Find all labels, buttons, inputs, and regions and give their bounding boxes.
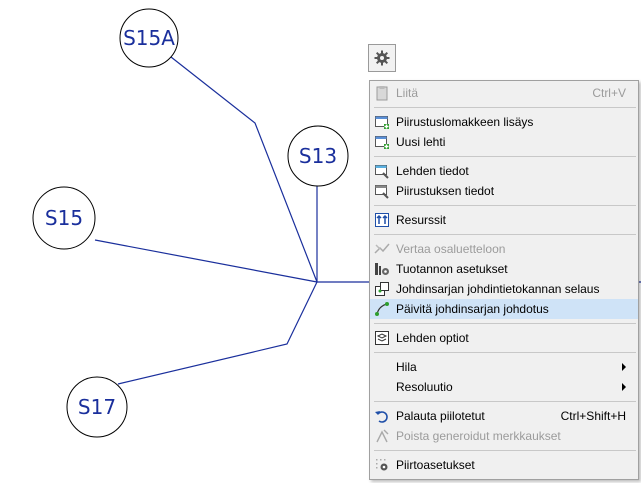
menu-item-paste[interactable]: Liitä Ctrl+V <box>370 83 638 103</box>
submenu-arrow-icon <box>622 383 626 391</box>
node-label: S13 <box>299 144 337 168</box>
wire-s15a[interactable] <box>170 56 318 283</box>
connector-node-s15a[interactable]: S15A <box>119 8 179 68</box>
menu-item-resolution[interactable]: Resoluutio <box>370 377 638 397</box>
menu-item-label: Uusi lehti <box>396 135 446 149</box>
menu-separator <box>374 156 636 157</box>
compare-icon <box>374 243 390 254</box>
menu-item-label: Lehden optiot <box>396 331 469 345</box>
menu-item-new-sheet[interactable]: Uusi lehti <box>370 132 638 152</box>
draw-settings-icon <box>376 459 388 471</box>
production-settings-icon <box>375 263 389 275</box>
menu-item-label: Resurssit <box>396 213 447 227</box>
menu-item-compare-parts[interactable]: Vertaa osaluetteloon <box>370 239 638 259</box>
drawing-info-icon <box>375 185 389 199</box>
wire-segments <box>94 56 641 385</box>
menu-item-sheet-info[interactable]: Lehden tiedot <box>370 161 638 181</box>
remove-marks-icon <box>376 429 389 443</box>
menu-item-sheet-options[interactable]: Lehden optiot <box>370 328 638 348</box>
new-sheet-icon <box>375 136 389 149</box>
menu-separator <box>374 352 636 353</box>
menu-item-production-settings[interactable]: Tuotannon asetukset <box>370 259 638 279</box>
menu-item-update-harness-wiring[interactable]: Päivitä johdinsarjan johdotus <box>370 299 638 319</box>
menu-item-label: Hila <box>396 360 417 374</box>
gear-icon <box>374 50 390 66</box>
menu-item-add-sheet-form[interactable]: Piirustuslomakkeen lisäys <box>370 112 638 132</box>
connector-node-s15[interactable]: S15 <box>32 186 96 250</box>
menu-item-grid[interactable]: Hila <box>370 357 638 377</box>
menu-item-label: Piirustuksen tiedot <box>396 184 495 198</box>
restore-icon <box>375 411 388 423</box>
node-label: S15 <box>45 206 83 230</box>
menu-item-label: Poista generoidut merkkaukset <box>396 429 561 443</box>
menu-separator <box>374 205 636 206</box>
menu-item-label: Lehden tiedot <box>396 164 469 178</box>
clipboard-icon <box>376 86 388 101</box>
menu-item-drawing-info[interactable]: Piirustuksen tiedot <box>370 181 638 201</box>
menu-item-label: Johdinsarjan johdintietokannan selaus <box>396 282 600 296</box>
connector-node-s13[interactable]: S13 <box>287 125 349 187</box>
connector-node-s17[interactable]: S17 <box>66 376 128 438</box>
update-wiring-icon <box>375 302 389 316</box>
sheet-info-icon <box>375 165 389 179</box>
menu-item-label: Vertaa osaluetteloon <box>396 242 506 256</box>
menu-item-label: Tuotannon asetukset <box>396 262 508 276</box>
menu-item-shortcut: Ctrl+V <box>592 86 626 100</box>
wire-s15[interactable] <box>94 239 318 283</box>
context-menu: Liitä Ctrl+V Piirustuslomakkeen lisäys U… <box>369 80 639 480</box>
menu-separator <box>374 323 636 324</box>
node-label: S15A <box>123 26 175 50</box>
sheet-form-add-icon <box>375 116 389 129</box>
menu-item-shortcut: Ctrl+Shift+H <box>560 409 626 423</box>
menu-separator <box>374 401 636 402</box>
menu-item-label: Päivitä johdinsarjan johdotus <box>396 302 549 316</box>
resources-icon <box>375 213 389 227</box>
menu-separator <box>374 107 636 108</box>
sheet-options-icon <box>375 331 389 345</box>
menu-separator <box>374 234 636 235</box>
menu-item-label: Resoluutio <box>396 380 453 394</box>
menu-separator <box>374 450 636 451</box>
harness-database-icon <box>375 282 389 296</box>
submenu-arrow-icon <box>622 363 626 371</box>
node-label: S17 <box>78 395 116 419</box>
wire-s17[interactable] <box>117 281 318 385</box>
settings-button[interactable] <box>368 44 396 72</box>
menu-item-restore-hidden[interactable]: Palauta piilotetut Ctrl+Shift+H <box>370 406 638 426</box>
menu-item-harness-db-browse[interactable]: Johdinsarjan johdintietokannan selaus <box>370 279 638 299</box>
menu-item-remove-generated-marks[interactable]: Poista generoidut merkkaukset <box>370 426 638 446</box>
menu-item-label: Piirtoasetukset <box>396 458 475 472</box>
menu-item-label: Piirustuslomakkeen lisäys <box>396 115 534 129</box>
menu-item-label: Palauta piilotetut <box>396 409 485 423</box>
menu-item-label: Liitä <box>396 86 419 100</box>
menu-item-draw-settings[interactable]: Piirtoasetukset <box>370 455 638 475</box>
menu-item-resources[interactable]: Resurssit <box>370 210 638 230</box>
